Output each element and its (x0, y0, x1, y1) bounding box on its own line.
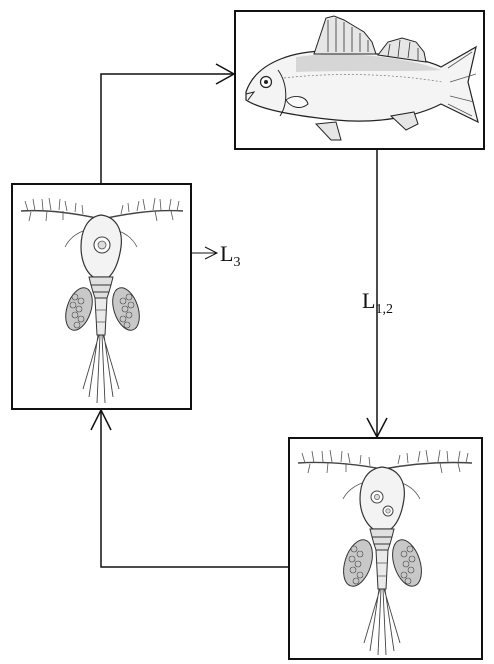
arrow-copepod-return (101, 410, 288, 567)
fish-illustration (236, 12, 483, 148)
copepod-two-larvae-box (288, 437, 483, 660)
label-l1-2-sub: 1,2 (375, 302, 393, 317)
label-l1-2: L1,2 (362, 288, 393, 318)
label-l3-main: L (220, 241, 233, 266)
label-l1-2-main: L (362, 288, 375, 313)
pointer-l3-head (205, 247, 217, 259)
fish-host-box (234, 10, 485, 150)
arrowhead-to-fish (216, 64, 234, 84)
copepod-illustration-left (13, 185, 190, 408)
arrow-copepod-to-fish (101, 74, 234, 183)
copepod-infected-box (11, 183, 192, 410)
arrowhead-to-left-copepod (91, 410, 111, 430)
arrowhead-to-bottom-copepod (367, 418, 387, 437)
copepod-illustration-bottom (290, 439, 481, 658)
label-l3-sub: 3 (233, 255, 240, 270)
label-l3: L3 (220, 241, 240, 271)
